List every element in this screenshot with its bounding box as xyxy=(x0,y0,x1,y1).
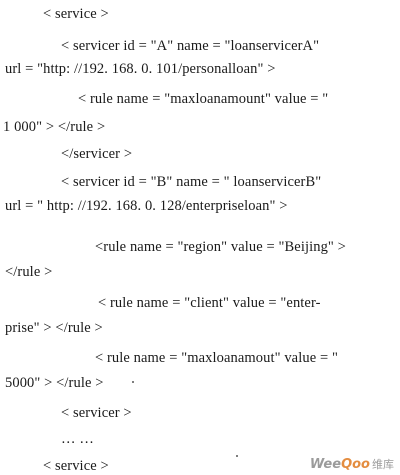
code-line: < rule name = "maxloanamount" value = " xyxy=(78,91,329,107)
scan-speck xyxy=(236,455,238,457)
code-line: url = " http: //192. 168. 0. 128/enterpr… xyxy=(5,198,288,214)
scan-speck xyxy=(132,381,134,383)
code-line: < servicer > xyxy=(61,405,132,421)
code-line: … … xyxy=(61,431,94,447)
code-line: prise" > </rule > xyxy=(5,320,103,336)
code-line: </servicer > xyxy=(61,146,133,162)
code-line: < service > xyxy=(43,6,109,22)
code-line: < rule name = "maxloanamout" value = " xyxy=(95,350,338,366)
watermark-cn-label: 维库 xyxy=(372,458,394,471)
code-line: 1 000" > </rule > xyxy=(3,119,106,135)
watermark-logo: WeeQoo xyxy=(309,456,370,472)
code-line: < servicer id = "B" name = " loanservice… xyxy=(61,174,322,190)
code-line: 5000" > </rule > xyxy=(5,375,104,391)
code-line: <rule name = "region" value = "Beijing" … xyxy=(95,239,346,255)
code-line: < rule name = "client" value = "enter- xyxy=(98,295,321,311)
code-line: < service > xyxy=(43,458,109,474)
code-line: url = "http: //192. 168. 0. 101/personal… xyxy=(5,61,276,77)
watermark: WeeQoo 维库 xyxy=(310,456,394,472)
code-line: < servicer id = "A" name = "loanservicer… xyxy=(61,38,320,54)
code-line: </rule > xyxy=(5,264,53,280)
